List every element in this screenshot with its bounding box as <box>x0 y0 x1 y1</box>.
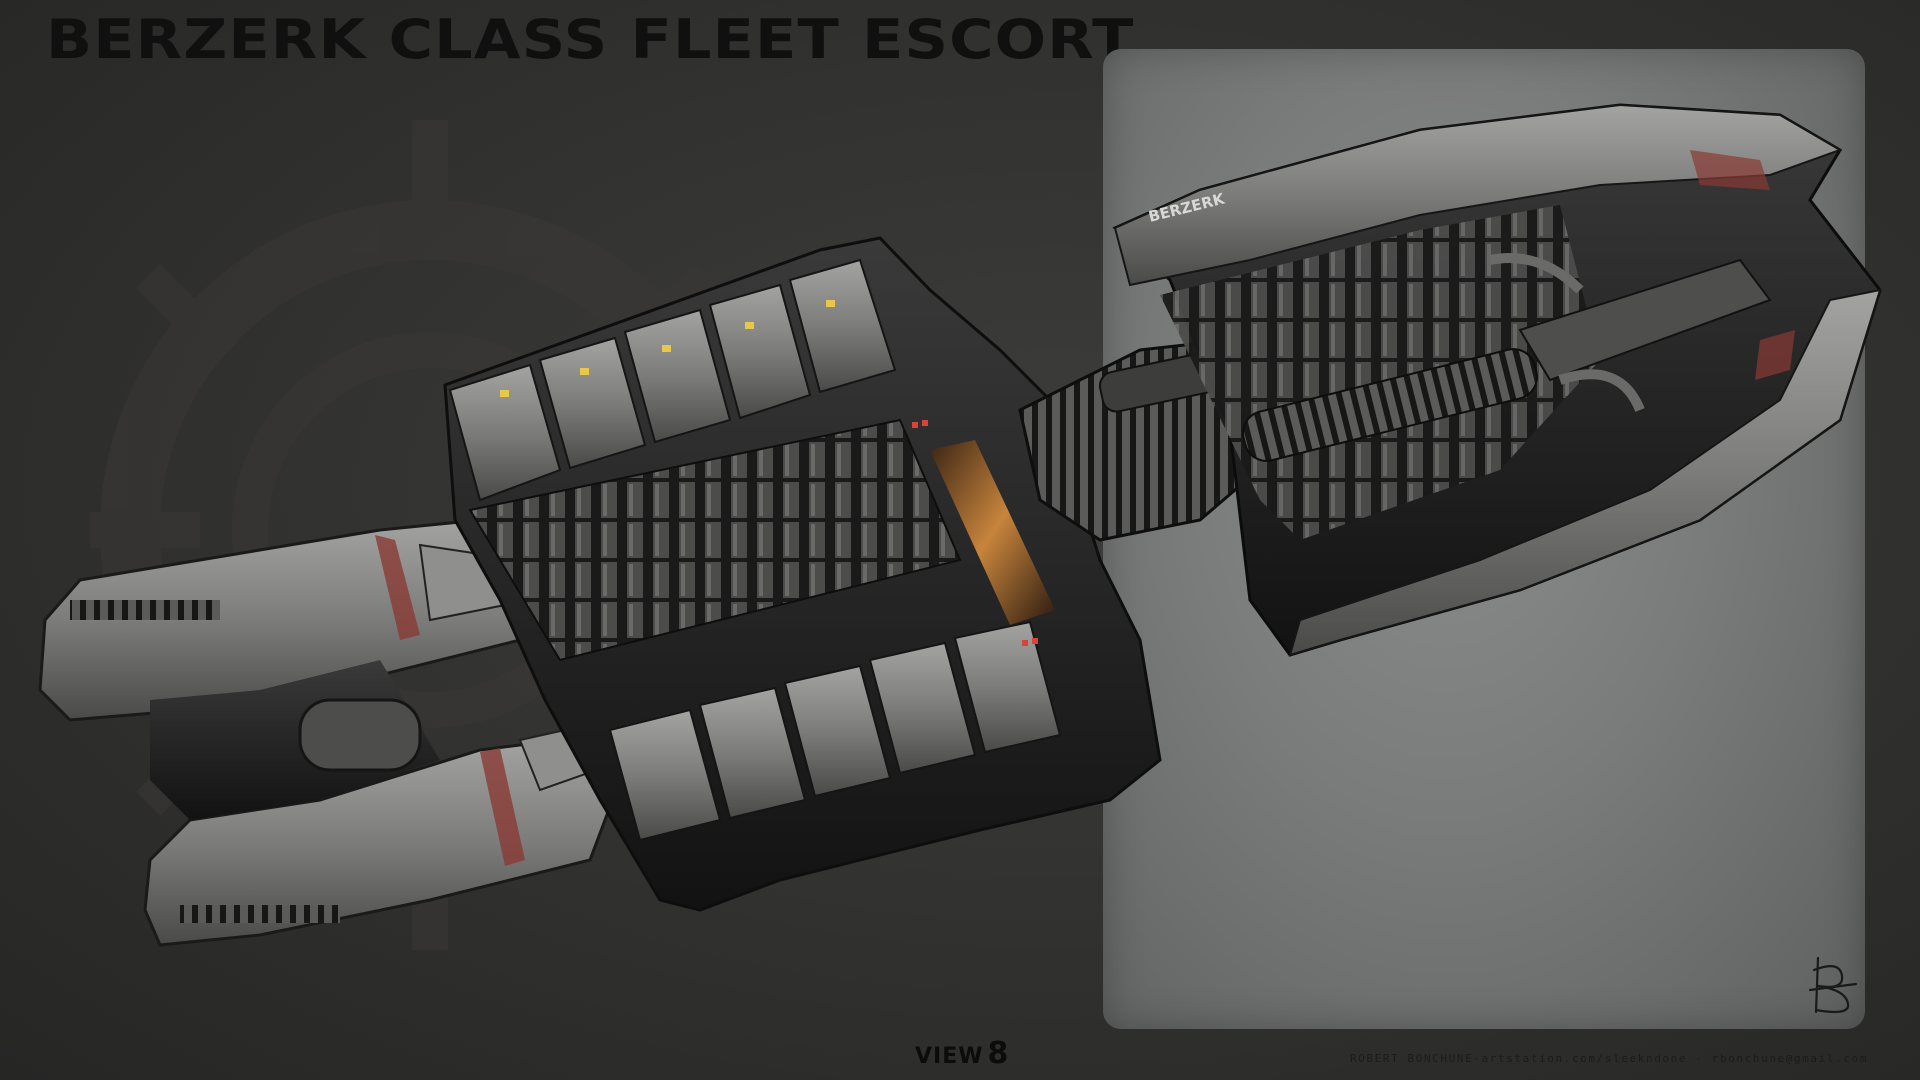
artist-signature-icon <box>1808 956 1858 1014</box>
view-number: 8 <box>987 1036 1010 1071</box>
main-hull <box>443 236 1162 912</box>
bow-section <box>1112 103 1882 657</box>
page-title: BERZERK CLASS FLEET ESCORT <box>46 8 1135 71</box>
view-word: VIEW <box>915 1044 984 1069</box>
artist-credit: ROBERT BONCHUNE-artstation.com/sleekndon… <box>1349 1052 1868 1065</box>
